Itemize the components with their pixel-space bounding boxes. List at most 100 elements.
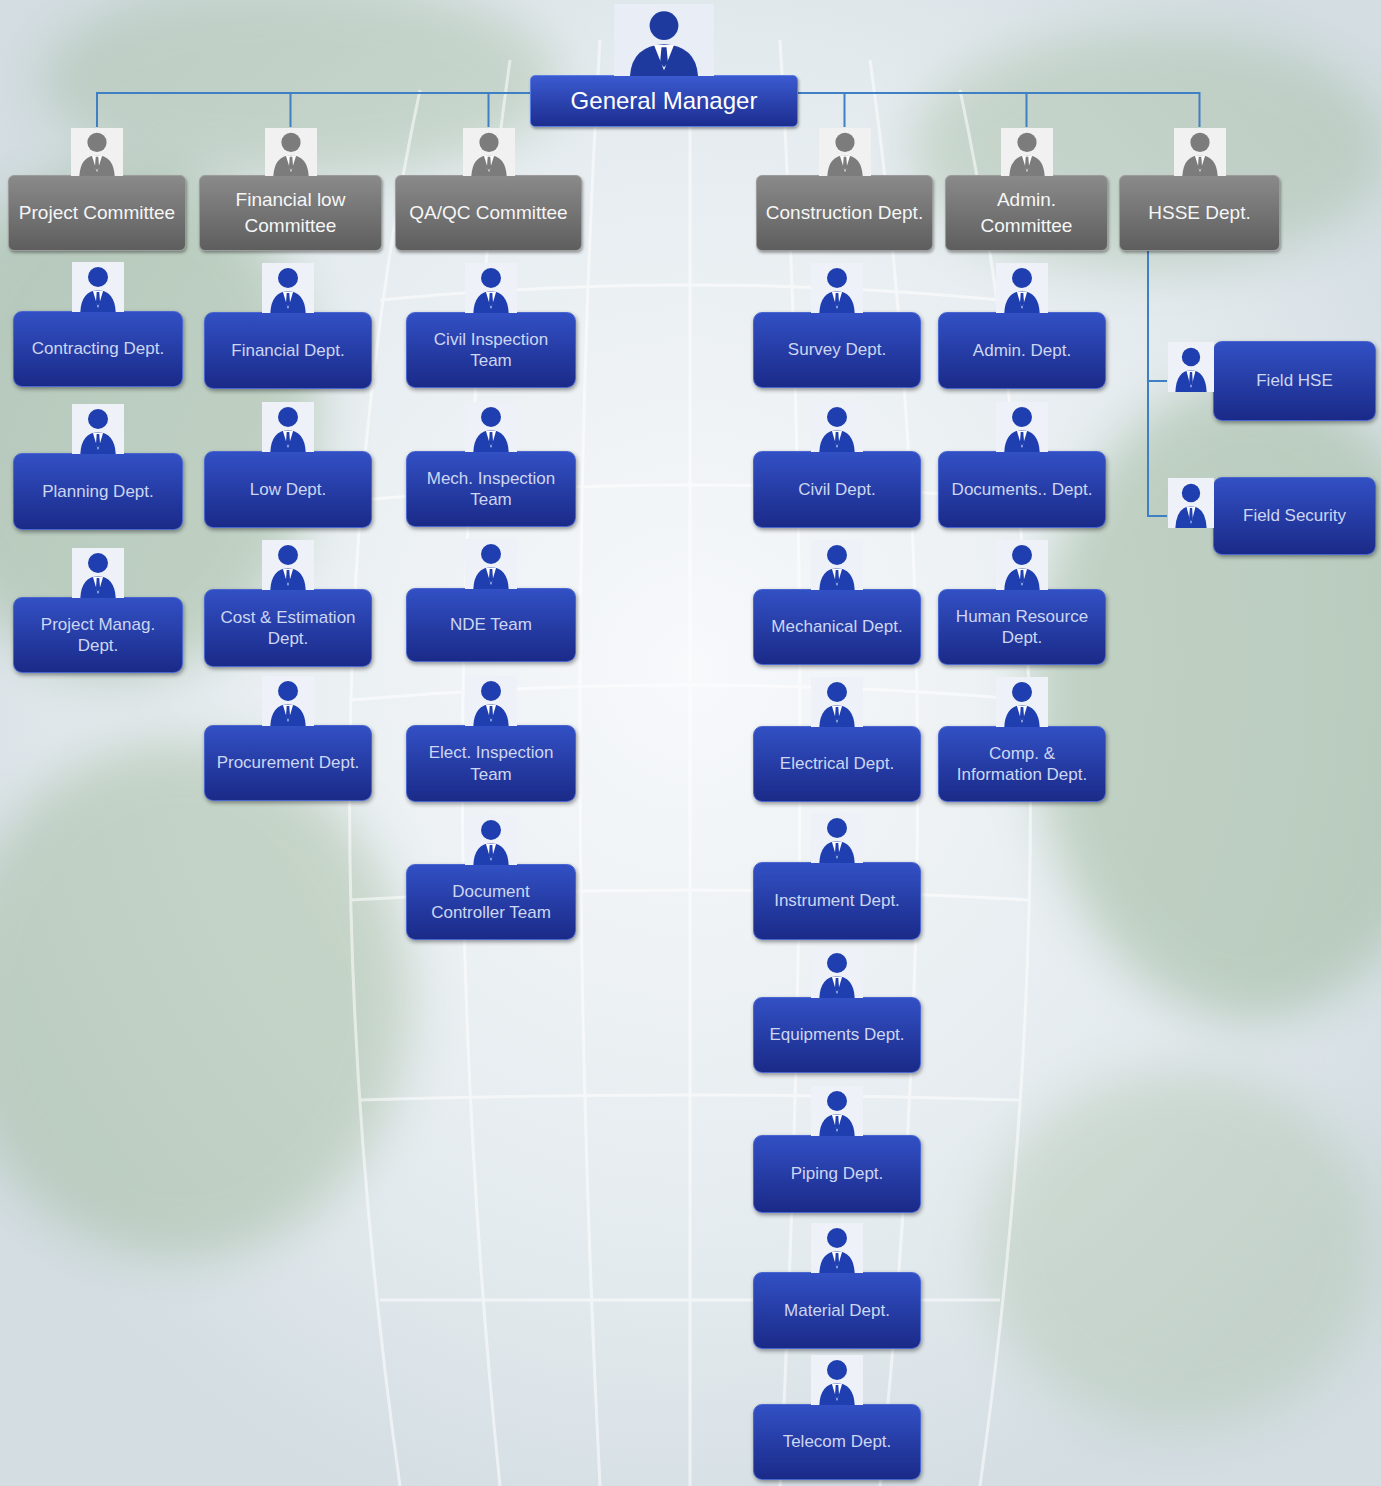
box-label: Contracting Dept. [32, 338, 164, 359]
icon-collar [832, 569, 842, 587]
icon-body [819, 705, 854, 727]
icon-collar [93, 433, 103, 451]
icon-tie [1024, 157, 1028, 170]
person-icon [265, 128, 317, 176]
icon-body [819, 1383, 854, 1405]
icon-ground [465, 676, 517, 726]
icon-body [630, 44, 698, 76]
box-label: Civil Inspection Team [415, 329, 567, 372]
icon-body [471, 155, 506, 176]
icon-head [1012, 407, 1032, 427]
box-label: Human Resource Dept. [947, 606, 1097, 649]
box-label: NDE Team [450, 614, 532, 635]
icon-ground [465, 263, 517, 313]
org-connector [291, 93, 531, 127]
icon-body [273, 155, 308, 176]
department-box: Electrical Dept. [753, 726, 921, 802]
icon-tie [288, 157, 292, 170]
icon-head [88, 553, 108, 573]
icon-ground [996, 402, 1048, 452]
icon-head [1012, 545, 1032, 565]
icon-tie [660, 47, 668, 67]
department-box: Material Dept. [753, 1272, 921, 1349]
icon-ground [465, 815, 517, 865]
department-box: Elect. Inspection Team [406, 725, 576, 802]
icon-body [79, 155, 114, 176]
icon-ground [811, 813, 863, 863]
person-icon [465, 539, 517, 589]
icon-head [479, 133, 498, 152]
icon-head [278, 268, 298, 288]
icon-body [270, 704, 305, 726]
box-label: Procurement Dept. [217, 752, 360, 773]
department-box: Low Dept. [204, 451, 372, 528]
box-label: General Manager [571, 87, 758, 116]
person-icon [1168, 342, 1214, 392]
icon-tie [489, 293, 493, 307]
box-label: Financial Dept. [231, 340, 344, 361]
icon-collar [285, 155, 295, 172]
person-icon [996, 402, 1048, 452]
committee-box: Construction Dept. [756, 175, 933, 251]
committee-box: HSSE Dept. [1119, 175, 1280, 251]
box-label: Electrical Dept. [780, 753, 894, 774]
person-icon [72, 404, 124, 454]
person-icon [72, 548, 124, 598]
icon-body [819, 976, 854, 998]
icon-tie [835, 1385, 839, 1399]
icon-head [1012, 268, 1032, 288]
icon-body [819, 568, 854, 590]
department-box: Project Manag. Dept. [13, 597, 183, 673]
person-icon [262, 402, 314, 452]
person-icon [811, 948, 863, 998]
icon-collar [1017, 706, 1027, 724]
icon-ground [262, 402, 314, 452]
department-box: Admin. Dept. [938, 312, 1106, 389]
person-icon [465, 402, 517, 452]
box-label: Construction Dept. [766, 200, 923, 226]
icon-tie [286, 432, 290, 446]
icon-head [827, 1091, 847, 1111]
icon-head [1012, 682, 1032, 702]
box-label: Survey Dept. [788, 339, 886, 360]
icon-tie [835, 843, 839, 857]
box-label: Field Security [1243, 505, 1346, 526]
person-icon [262, 540, 314, 590]
person-icon [811, 1223, 863, 1273]
person-icon [465, 263, 517, 313]
icon-head [1017, 133, 1036, 152]
person-icon [465, 815, 517, 865]
box-label: Civil Dept. [798, 479, 875, 500]
box-label: Financial low Committee [208, 187, 373, 238]
icon-tie [835, 1253, 839, 1267]
department-box: Survey Dept. [753, 312, 921, 388]
icon-body [1004, 568, 1039, 590]
icon-collar [832, 431, 842, 449]
icon-ground [262, 540, 314, 590]
department-box: Civil Dept. [753, 451, 921, 528]
icon-tie [1020, 707, 1024, 721]
icon-ground [265, 128, 317, 176]
icon-tie [486, 157, 490, 170]
icon-head [1182, 484, 1200, 502]
icon-body [270, 568, 305, 590]
icon-tie [1189, 508, 1193, 522]
icon-body [1175, 506, 1206, 528]
icon-head [827, 1360, 847, 1380]
icon-body [819, 430, 854, 452]
icon-tie [489, 706, 493, 720]
person-icon [262, 263, 314, 313]
icon-collar [1194, 155, 1204, 172]
icon-head [88, 409, 108, 429]
icon-collar [283, 569, 293, 587]
box-label: Admin. Committee [954, 187, 1099, 238]
box-label: Planning Dept. [42, 481, 154, 502]
icon-collar [839, 155, 849, 172]
icon-head [827, 1228, 847, 1248]
icon-collar [832, 1115, 842, 1133]
icon-body [1004, 291, 1039, 313]
icon-tie [96, 578, 100, 592]
department-box: Procurement Dept. [204, 725, 372, 801]
department-box: Equipments Dept. [753, 997, 921, 1073]
